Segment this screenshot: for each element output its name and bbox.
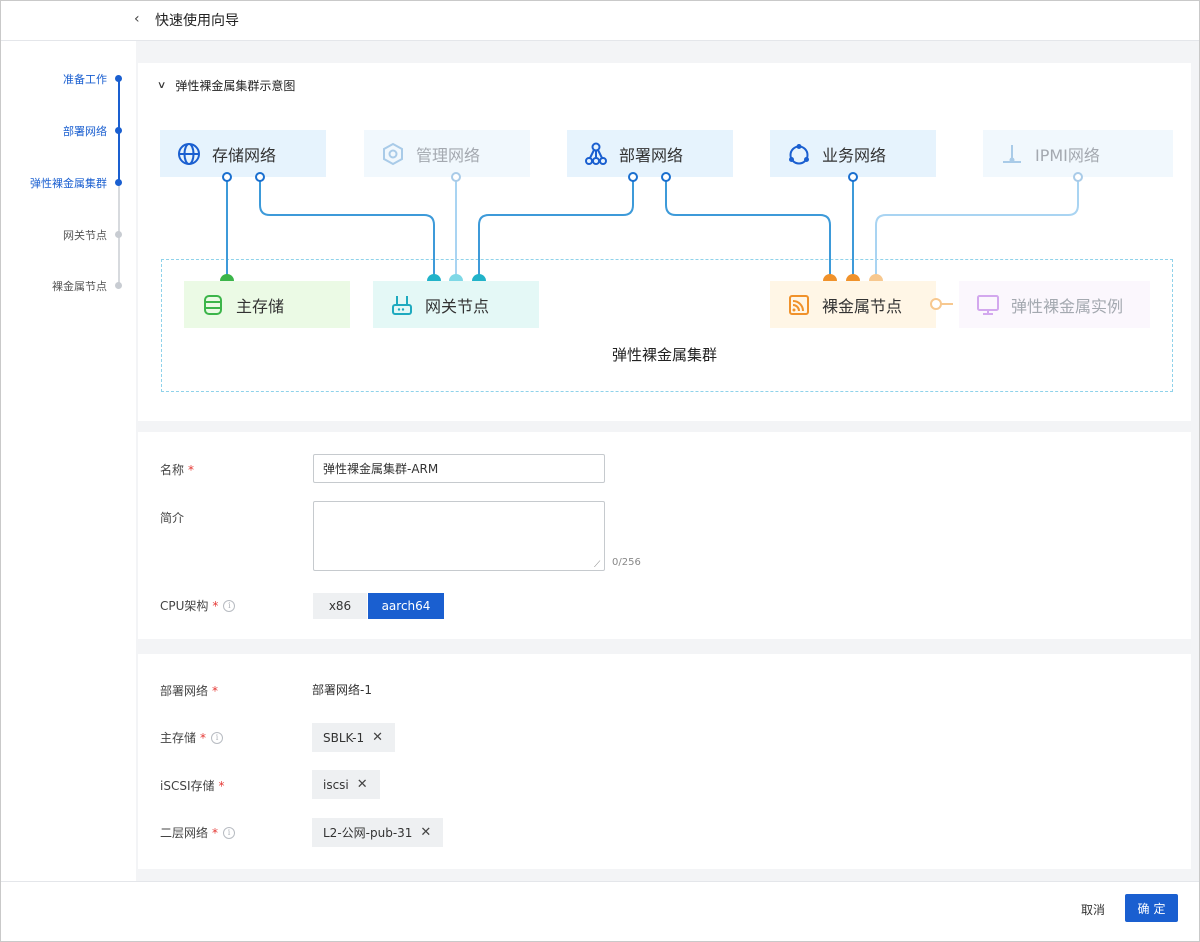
deploy-net-value: 部署网络-1 — [312, 683, 372, 697]
network-storage-label: 存储网络 — [212, 145, 277, 165]
basic-info-card: 名称* 简介 ⟋ 0/256 CPU架构*i x86 aarch64 — [138, 432, 1191, 639]
info-icon[interactable]: i — [223, 826, 236, 839]
step-dot-prepare — [115, 75, 122, 82]
primary-storage-label: 主存储* i — [160, 729, 224, 746]
triangle-nodes-icon — [786, 141, 812, 167]
cluster-label: 弹性裸金属集群 — [611, 346, 717, 364]
database-icon — [200, 292, 226, 318]
node-baremetal-label: 裸金属节点 — [822, 296, 903, 316]
close-icon[interactable]: ✕ — [372, 730, 384, 745]
step-baremetal-node[interactable]: 裸金属节点 — [52, 280, 107, 293]
deploy-net-label-text: 部署网络 — [160, 684, 209, 698]
iscsi-label: iSCSI存储* — [160, 777, 225, 794]
primary-storage-tag: SBLK-1 ✕ — [312, 723, 396, 752]
info-icon[interactable]: i — [211, 731, 224, 744]
router-icon — [389, 292, 415, 318]
primary-storage-tag-text: SBLK-1 — [323, 730, 365, 745]
resources-card: 部署网络* 部署网络-1 主存储*i SBLK-1✕ iSCSI存储* iscs… — [138, 654, 1191, 869]
required-mark: * — [212, 598, 219, 613]
step-prepare[interactable]: 准备工作 — [63, 73, 107, 86]
deploy-net-label: 部署网络* — [160, 682, 218, 699]
node-primary-storage-label: 主存储 — [236, 296, 285, 316]
diagram-collapse-toggle[interactable]: ∨ 弹性裸金属集群示意图 — [156, 77, 296, 94]
l2-network-label-text: 二层网络 — [160, 826, 209, 840]
name-input[interactable] — [313, 454, 605, 483]
cpu-arch-label: CPU架构* i — [160, 597, 236, 614]
required-mark: * — [212, 683, 219, 698]
diagram-title: 弹性裸金属集群示意图 — [175, 79, 296, 93]
cluster-boundary — [161, 259, 1173, 392]
node-gateway: 网关节点 — [373, 281, 539, 328]
globe-icon — [176, 141, 202, 167]
required-mark: * — [200, 730, 207, 745]
desc-char-counter: 0/256 — [612, 557, 641, 568]
step-dot-baremetal-node — [115, 282, 122, 289]
hexagon-icon — [380, 141, 406, 167]
iscsi-tag-text: iscsi — [323, 777, 349, 792]
step-sidebar: 准备工作 部署网络 弹性裸金属集群 网关节点 裸金属节点 — [1, 41, 136, 881]
top-bar: ‹ 快速使用向导 — [1, 1, 1199, 41]
name-label-text: 名称 — [160, 463, 185, 477]
cpu-arch-label-text: CPU架构 — [160, 599, 209, 613]
network-business-label: 业务网络 — [822, 145, 887, 165]
network-management: 管理网络 — [364, 130, 530, 177]
cancel-button[interactable]: 取消 — [1080, 902, 1105, 917]
step-dot-deploy-network — [115, 127, 122, 134]
monitor-icon — [975, 292, 1001, 318]
desc-textarea[interactable] — [313, 501, 605, 571]
footer-bar: 取消 确定 — [1, 881, 1199, 941]
cpu-option-x86[interactable]: x86 — [313, 593, 367, 619]
step-dot-gateway-node — [115, 231, 122, 238]
network-ipmi-label: IPMI网络 — [1035, 145, 1100, 165]
node-elastic-instance-label: 弹性裸金属实例 — [1011, 296, 1124, 316]
network-deploy: 部署网络 — [567, 130, 733, 177]
page-title: 快速使用向导 — [155, 13, 239, 29]
iscsi-label-text: iSCSI存储 — [160, 779, 215, 793]
node-gateway-label: 网关节点 — [425, 296, 490, 316]
node-baremetal: 裸金属节点 — [770, 281, 936, 328]
required-mark: * — [188, 462, 195, 477]
l2-network-tag-text: L2-公网-pub-31 — [323, 826, 413, 840]
step-deploy-network[interactable]: 部署网络 — [63, 125, 107, 138]
network-management-label: 管理网络 — [416, 145, 481, 165]
info-icon[interactable]: i — [223, 599, 236, 612]
name-label: 名称* — [160, 461, 194, 478]
network-storage: 存储网络 — [160, 130, 326, 177]
cast-icon — [786, 292, 812, 318]
diagram-card: ∨ 弹性裸金属集群示意图 弹性裸金属集群 存储网络 管理网络 部署网络 — [138, 63, 1191, 421]
node-elastic-instance: 弹性裸金属实例 — [959, 281, 1150, 328]
network-business: 业务网络 — [770, 130, 936, 177]
required-mark: * — [212, 825, 219, 840]
step-dot-elastic-cluster — [115, 179, 122, 186]
l2-network-tag: L2-公网-pub-31 ✕ — [312, 818, 444, 847]
close-icon[interactable]: ✕ — [356, 777, 368, 792]
cpu-option-aarch64[interactable]: aarch64 — [368, 593, 444, 619]
close-icon[interactable]: ✕ — [420, 825, 432, 840]
desc-label: 简介 — [160, 509, 184, 526]
confirm-button[interactable]: 确定 — [1125, 894, 1178, 922]
required-mark: * — [218, 778, 225, 793]
network-ipmi: IPMI网络 — [983, 130, 1173, 177]
step-gateway-node[interactable]: 网关节点 — [63, 229, 107, 242]
connection-wires — [220, 172, 1083, 310]
network-tree-icon — [583, 141, 609, 167]
resize-grip-icon[interactable]: ⟋ — [594, 560, 601, 570]
chevron-left-icon[interactable]: ‹ — [134, 11, 140, 27]
desc-label-text: 简介 — [160, 511, 185, 525]
ipmi-icon — [999, 141, 1025, 167]
l2-network-label: 二层网络* i — [160, 824, 236, 841]
chevron-down-icon: ∨ — [156, 80, 167, 91]
primary-storage-label-text: 主存储 — [160, 731, 197, 745]
iscsi-tag: iscsi ✕ — [312, 770, 380, 799]
network-deploy-label: 部署网络 — [619, 145, 684, 165]
node-primary-storage: 主存储 — [184, 281, 350, 328]
step-elastic-cluster[interactable]: 弹性裸金属集群 — [30, 177, 107, 190]
